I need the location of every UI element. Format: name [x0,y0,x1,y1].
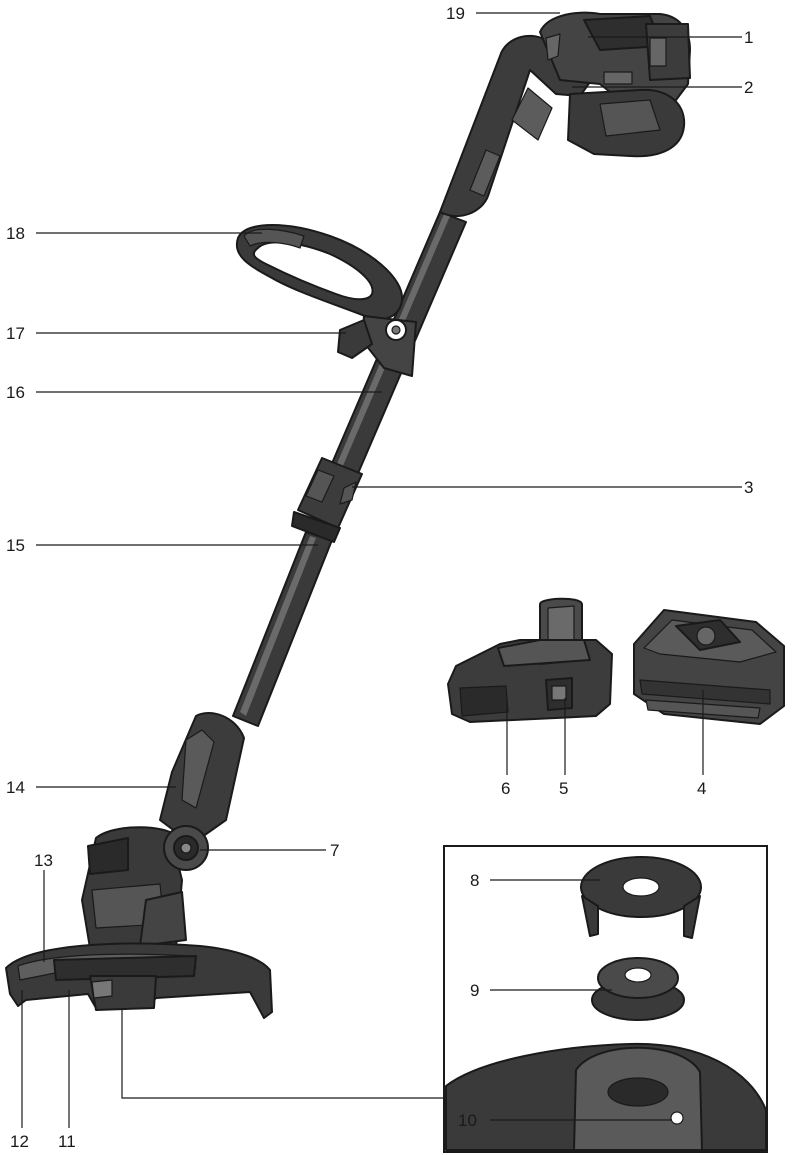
handle-clamp [337,315,417,377]
callout-8: 8 [470,871,479,890]
callout-11: 11 [58,1132,76,1151]
callout-labels: 1 2 3 4 5 6 7 8 9 10 11 12 13 14 15 16 1… [6,4,753,1151]
battery-charger [633,609,785,725]
callout-6: 6 [501,779,510,798]
inset-connector-line [121,1010,444,1099]
callout-14: 14 [6,778,25,797]
callout-2: 2 [744,78,753,97]
callout-13: 13 [34,851,53,870]
callout-19: 19 [446,4,465,23]
callout-1: 1 [744,28,753,47]
callout-5: 5 [559,779,568,798]
callout-7: 7 [330,841,339,860]
motor-housing [81,712,245,949]
callout-4: 4 [697,779,706,798]
callout-16: 16 [6,383,25,402]
spool [591,957,685,1021]
battery-pack [447,597,613,723]
callout-leaders [21,12,742,1128]
height-adjustment-collar [291,457,363,543]
callout-18: 18 [6,224,25,243]
callout-12: 12 [10,1132,29,1151]
guard [5,942,273,1019]
callout-17: 17 [6,324,25,343]
auxiliary-handle [235,224,404,321]
lower-shaft [232,531,333,727]
trimmer-illustration [5,11,691,1019]
spool-housing [445,1042,767,1151]
callout-3: 3 [744,478,753,497]
callout-10: 10 [458,1111,477,1130]
callout-9: 9 [470,981,479,1000]
spool-cover [580,856,702,939]
callout-15: 15 [6,536,25,555]
main-handle [439,11,691,217]
spool-detail-inset [443,845,768,1153]
